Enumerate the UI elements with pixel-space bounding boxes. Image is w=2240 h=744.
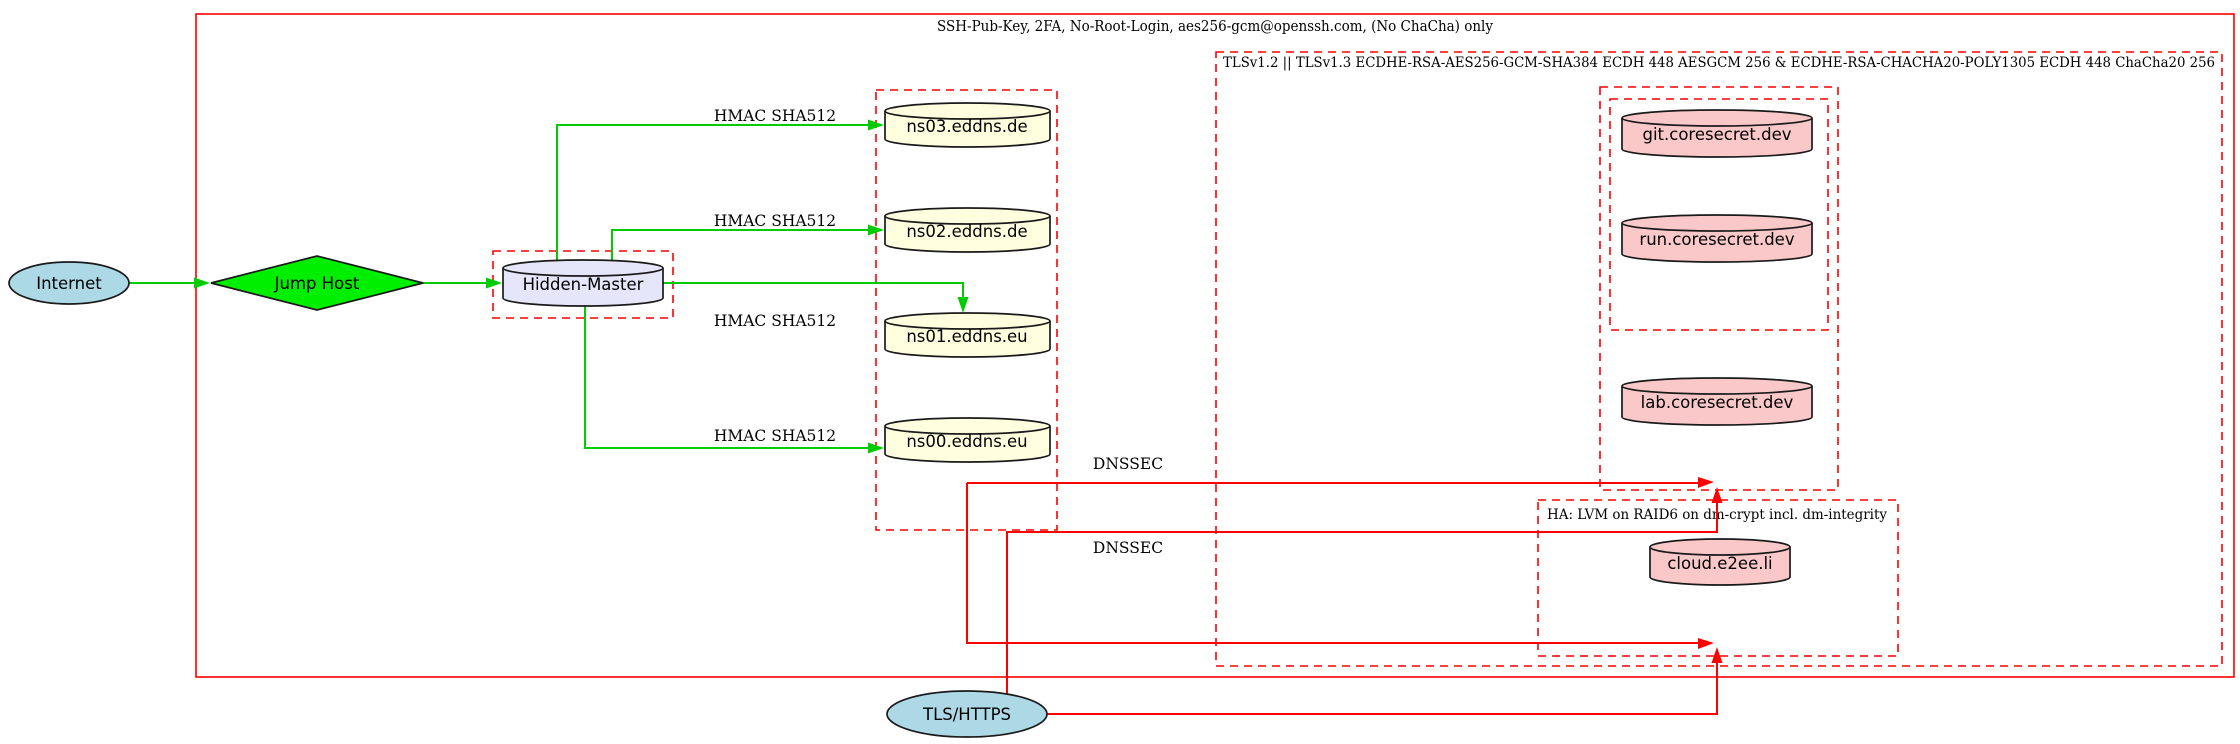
hidden-master-cluster-border	[492, 250, 674, 319]
node-ns00: ns00.eddns.eu	[884, 417, 1051, 463]
edge-hiddenmaster-to-ns01	[663, 282, 969, 313]
tls-cluster-border	[1215, 51, 2223, 667]
node-hidden-master-label: Hidden-Master	[523, 275, 644, 294]
arrowhead-icon	[1711, 487, 1723, 503]
edge-hiddenmaster-to-ns03	[556, 119, 884, 260]
edge-hiddenmaster-to-ns00	[584, 306, 884, 454]
node-tls-https: TLS/HTTPS	[886, 690, 1048, 738]
node-internet-label: Internet	[36, 274, 102, 293]
edge-tlshttps-to-coresecret	[1006, 487, 1723, 694]
coresecret-outer-cluster-border	[1599, 86, 1839, 491]
node-internet: Internet	[8, 261, 130, 305]
node-ns02: ns02.eddns.de	[884, 207, 1051, 253]
node-tls-https-label: TLS/HTTPS	[922, 705, 1011, 724]
edge-label-hmac-ns03: HMAC SHA512	[714, 107, 836, 125]
edge-jumphost-to-hiddenmaster	[423, 277, 502, 289]
edge-tlshttps-to-ha	[1047, 647, 1723, 715]
node-ns01: ns01.eddns.eu	[884, 312, 1051, 358]
arrowhead-icon	[1711, 647, 1723, 663]
edge-internet-to-jumphost	[129, 277, 210, 289]
node-run: run.coresecret.dev	[1621, 214, 1813, 263]
edge-label-dnssec-1: DNSSEC	[1093, 455, 1163, 473]
edge-label-hmac-ns01: HMAC SHA512	[714, 312, 836, 330]
node-ns02-label: ns02.eddns.de	[906, 222, 1027, 241]
node-lab: lab.coresecret.dev	[1621, 377, 1813, 426]
arrowhead-icon	[1698, 477, 1714, 488]
node-cloud: cloud.e2ee.li	[1649, 538, 1791, 586]
node-run-label: run.coresecret.dev	[1639, 230, 1794, 249]
arrowhead-icon	[868, 224, 884, 236]
ssh-cluster-label: SSH-Pub-Key, 2FA, No-Root-Login, aes256-…	[937, 19, 1494, 35]
node-git: git.coresecret.dev	[1621, 109, 1813, 158]
node-lab-label: lab.coresecret.dev	[1641, 393, 1794, 412]
edge-label-hmac-ns00: HMAC SHA512	[714, 427, 836, 445]
edge-label-dnssec-2: DNSSEC	[1093, 539, 1163, 557]
node-jump-host: Jump Host	[210, 255, 424, 311]
arrowhead-icon	[868, 119, 884, 131]
node-cloud-label: cloud.e2ee.li	[1667, 554, 1772, 573]
node-ns03: ns03.eddns.de	[884, 102, 1051, 148]
tls-cluster-label: TLSv1.2 || TLSv1.3 ECDHE-RSA-AES256-GCM-…	[1223, 55, 2215, 71]
node-ns00-label: ns00.eddns.eu	[906, 432, 1027, 451]
edge-ns-to-ha	[966, 483, 1714, 649]
ha-cluster-border	[1537, 499, 1899, 657]
nameserver-cluster-border	[875, 89, 1058, 531]
node-ns01-label: ns01.eddns.eu	[906, 327, 1027, 346]
edge-label-hmac-ns02: HMAC SHA512	[714, 212, 836, 230]
arrowhead-icon	[957, 297, 969, 313]
node-jump-host-label: Jump Host	[274, 274, 360, 293]
arrowhead-icon	[868, 442, 884, 454]
node-ns03-label: ns03.eddns.de	[906, 117, 1027, 136]
ssh-cluster-border	[195, 13, 2235, 678]
node-hidden-master: Hidden-Master	[502, 259, 664, 307]
edge-hiddenmaster-to-ns02	[611, 224, 884, 260]
arrowhead-icon	[486, 277, 502, 289]
arrowhead-icon	[194, 277, 210, 289]
edge-ns-to-coresecret	[967, 477, 1714, 488]
node-git-label: git.coresecret.dev	[1642, 125, 1791, 144]
arrowhead-icon	[1698, 638, 1714, 649]
